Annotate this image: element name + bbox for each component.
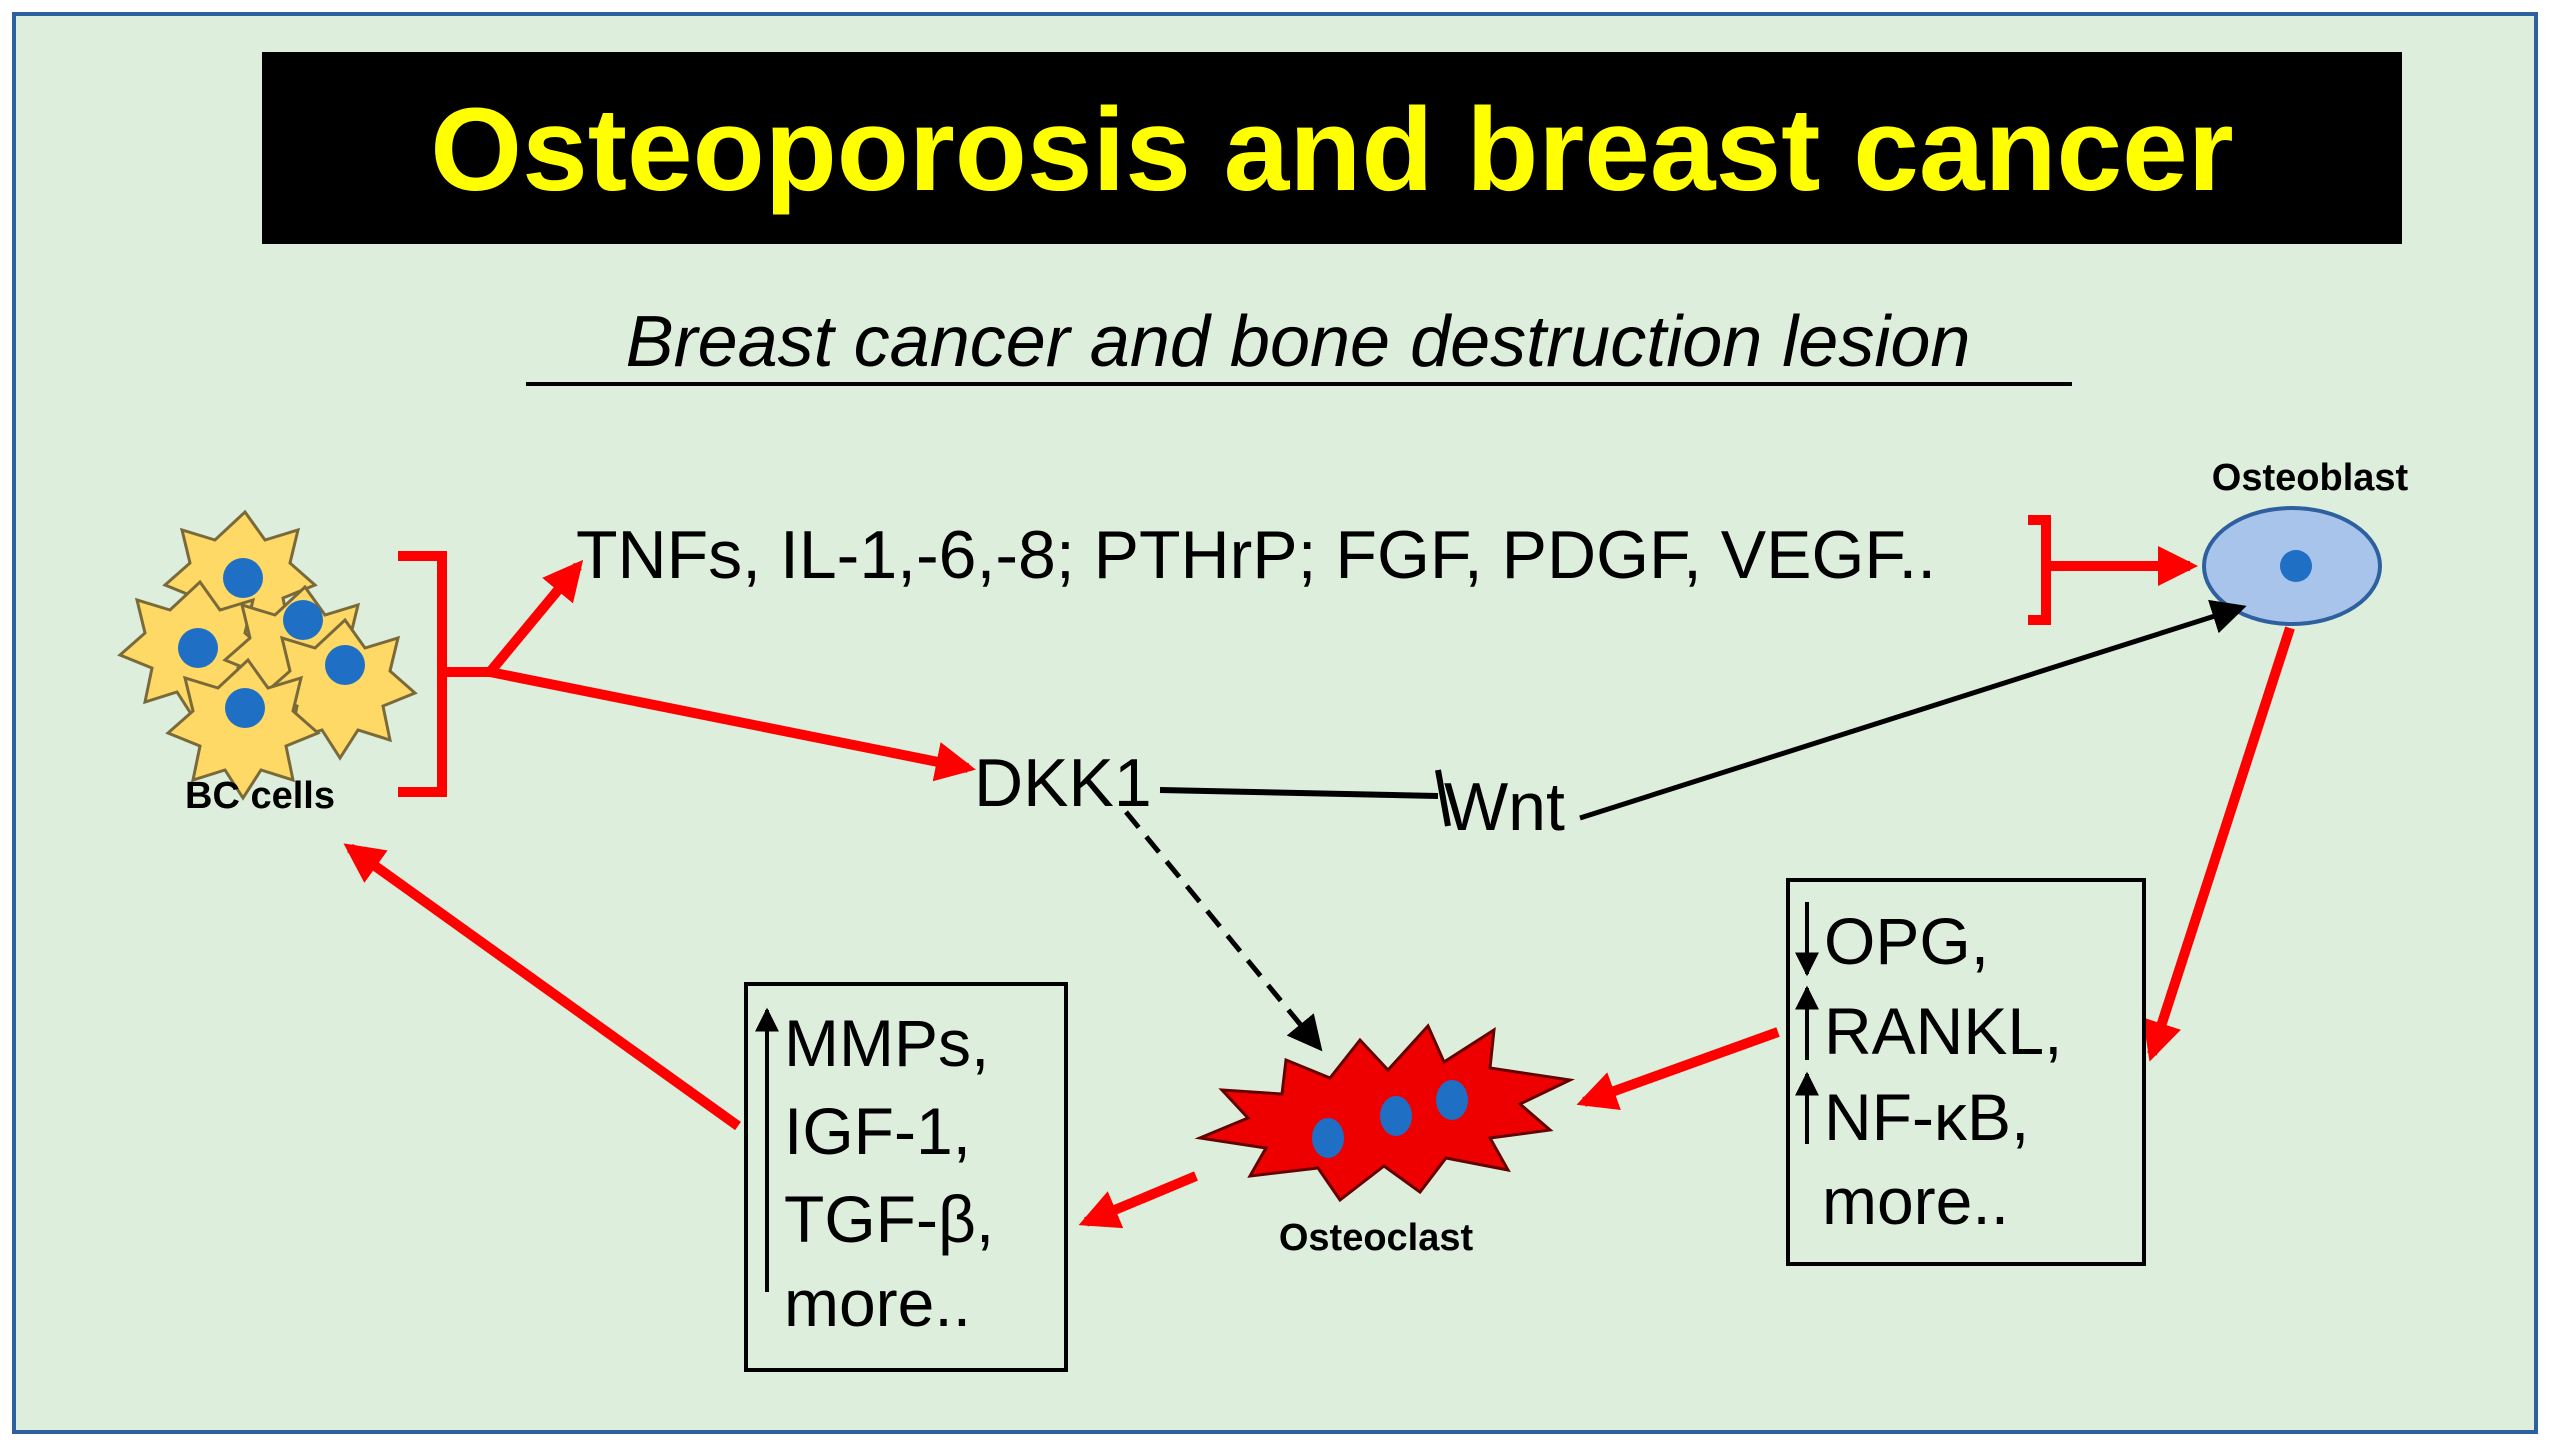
right-box-item-1: OPG, [1824,904,1989,978]
dkk1-osteoclast-dashed-arrow [1124,810,1323,1052]
osteoclast-nuclei [1312,1080,1468,1158]
arrow-to-factors [486,559,584,676]
box-to-osteoclast-arrow [1576,1027,1780,1110]
osteoblast-to-box-arrow [2142,626,2295,1062]
subtitle: Breast cancer and bone destruction lesio… [626,302,1971,382]
right-box-item-2: RANKL, [1824,994,2062,1068]
right-factor-box [1786,878,2146,1266]
right-box-item-3: NF-κB, [1824,1080,2029,1154]
right-box-item-4: more.. [1822,1164,2009,1238]
background-panel [12,12,2538,1434]
osteoblast-label: Osteoblast [2212,457,2409,499]
title-bar [262,52,2402,244]
left-box-item-3: TGF-β, [784,1182,994,1256]
wnt-label: Wnt [1444,769,1565,845]
osteoclast-label: Osteoclast [1279,1217,1474,1259]
bc-cell-nuclei [178,558,365,728]
bc-cells-label: BC cells [185,775,335,817]
dkk1-label: DKK1 [974,745,1152,821]
osteoclast-to-box-arrow [1078,1171,1198,1229]
osteoblast-nucleus [2280,550,2312,582]
wnt-to-osteoblast-arrow [1579,599,2247,821]
left-box-item-2: IGF-1, [784,1094,971,1168]
dkk1-wnt-inhibition-line [1159,787,1439,799]
left-box-item-4: more.. [784,1266,971,1340]
factors-label: TNFs, IL-1,-6,-8; PTHrP; FGF, PDGF, VEGF… [576,517,1936,593]
arrow-to-dkk1 [489,667,976,782]
box-to-bc-cells-arrow [343,843,741,1131]
page-title: Osteoporosis and breast cancer [430,84,2233,216]
left-factor-box [744,982,1068,1372]
inhibition-bar [1435,769,1451,827]
left-box-item-1: MMPs, [784,1006,989,1080]
